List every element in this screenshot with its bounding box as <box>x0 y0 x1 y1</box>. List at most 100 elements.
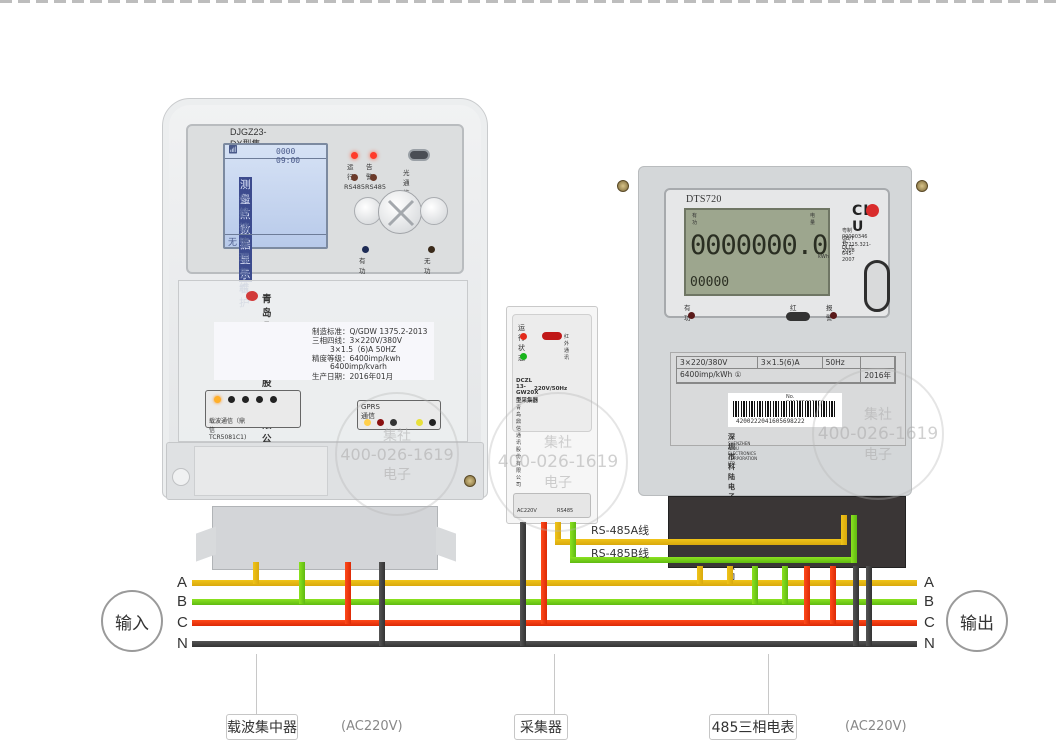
meter-page-button[interactable] <box>864 260 890 312</box>
concentrator-tag: 载波集中器 <box>226 714 298 740</box>
left-key-button[interactable] <box>354 197 382 225</box>
meter-active-label: 有功 <box>684 304 691 322</box>
gprs-data-led <box>429 419 436 426</box>
reactive-power-led <box>428 246 435 253</box>
collector-status-led <box>520 353 527 360</box>
plate-constant: 6400imp/kWh ① <box>677 369 862 383</box>
ir-port-icon <box>542 332 562 340</box>
rs485a-drop <box>555 522 561 544</box>
conc-n-drop <box>379 562 385 646</box>
rs485-1-label: RS485 <box>344 183 366 191</box>
phase-label-c-right: C <box>924 614 935 631</box>
rs485a-label: RS-485A线 <box>591 524 650 537</box>
collector-ac-label: AC220V <box>517 508 537 514</box>
gprs-net-led <box>377 419 384 426</box>
run-label: 运行 <box>347 163 354 181</box>
plate-voltage: 3×220/380V <box>677 357 758 369</box>
meter-c-out <box>830 566 836 624</box>
phase-label-b-right: B <box>924 593 935 610</box>
collector-company: 青岛鼎信通讯股份有限公司 <box>516 405 522 488</box>
output-circle: 输出 <box>946 590 1008 652</box>
carrier-module <box>205 390 301 428</box>
leader-line-meter <box>768 654 769 714</box>
meter-tag: 485三相电表 <box>709 714 797 740</box>
rs485b-label: RS-485B线 <box>591 547 650 560</box>
meter-a-in <box>697 566 703 584</box>
screw-icon <box>617 180 629 192</box>
carrier-tr-led <box>228 396 235 403</box>
screw-icon <box>464 475 476 487</box>
gprs-link-led <box>416 419 423 426</box>
meter-terminal-block <box>668 496 906 568</box>
concentrator-terminal-cover <box>194 446 328 496</box>
barcode-number: 4200222041605698222 <box>736 418 805 425</box>
cross-icon <box>387 199 415 227</box>
collector-rs485-label: RS485 <box>557 508 574 514</box>
gprs-module-title: GPRS 通信 <box>361 403 380 420</box>
meter-a-out <box>727 566 733 584</box>
nameplate-line: 三相四线：3×220V/380V <box>312 336 402 345</box>
meter-power-label: (AC220V) <box>845 719 907 734</box>
collector-rating: 220V/50Hz <box>534 386 568 392</box>
phase-label-b-left: B <box>177 593 188 610</box>
meter-rating-table: 3×220/380V 3×1.5(6)A 50Hz 6400imp/kWh ① … <box>676 356 896 384</box>
collector-tag: 采集器 <box>514 714 568 740</box>
nameplate-line: 精度等级：6400imp/kwh <box>312 354 401 363</box>
meter-unit: kWh <box>818 254 830 260</box>
meter-n-in <box>853 566 859 646</box>
collector-model: DCZL 13-GW20X 型采集器 <box>516 378 539 404</box>
concentrator-nameplate <box>214 322 434 380</box>
meter-c-in <box>804 566 810 624</box>
navigation-cross-button[interactable] <box>378 190 422 234</box>
optical-port-icon <box>408 149 430 161</box>
meter-b-out <box>782 566 788 604</box>
active-power-label: 有功 <box>359 257 366 275</box>
topscomm-logo-icon <box>246 291 258 301</box>
mounting-hole <box>172 468 190 486</box>
gprs-pwr-led <box>364 419 371 426</box>
plate-frequency: 50Hz <box>822 357 862 369</box>
meter-alarm-label: 报警 <box>826 304 833 322</box>
meter-manufacturer-en: SHENZHEN CLOU ELECTRONICS CORPORATION LT… <box>728 441 758 466</box>
bus-n-wire <box>192 641 917 647</box>
rs485-1-led <box>351 174 358 181</box>
screw-icon <box>916 180 928 192</box>
carrier-power-led <box>214 396 221 403</box>
alarm-label: 告警 <box>366 163 373 181</box>
phase-label-n-left: N <box>177 635 188 652</box>
bus-a-wire <box>192 580 917 586</box>
meter-lcd-energy-tag: 电量 <box>810 213 816 226</box>
meter-nameplate <box>670 352 906 446</box>
bus-b-wire <box>192 599 917 605</box>
lcd-menu-item-measure[interactable]: 测量点数据显示 <box>239 177 252 282</box>
rs485a-rise <box>841 515 847 545</box>
meter-small-reading: 00000 <box>690 275 730 290</box>
meter-cert: 粤制00000346号 <box>842 228 868 247</box>
run-led <box>351 152 358 159</box>
terminal-wing-right <box>436 526 456 562</box>
input-circle: 输入 <box>101 590 163 652</box>
phase-label-a-left: A <box>177 574 188 591</box>
nameplate-line: 6400imp/kvarh <box>330 362 387 371</box>
rs485-2-led <box>370 174 377 181</box>
meter-active-led <box>688 312 695 319</box>
carrier-c-led <box>270 396 277 403</box>
collector-terminal <box>513 493 591 518</box>
leader-line-concentrator <box>256 654 257 714</box>
active-power-led <box>362 246 369 253</box>
gprs-module <box>357 400 441 430</box>
top-dashed-border <box>0 0 1060 3</box>
lcd-time: 0000 09:00 <box>276 147 301 165</box>
collector-run-led <box>520 333 527 340</box>
meter-b-in <box>752 566 758 604</box>
plate-blank <box>861 357 895 369</box>
right-key-button[interactable] <box>420 197 448 225</box>
lcd-footer: 无 卡 <box>225 234 326 248</box>
meter-n-out <box>866 566 872 646</box>
coll-n-drop <box>520 522 526 646</box>
carrier-module-label: 载波通信（鼎信 TCR5081C1) <box>209 418 247 441</box>
meter-cert: DL/T 645-2007 <box>842 245 855 263</box>
conc-c-drop <box>345 562 351 624</box>
signal-icon: 📶︎ <box>228 145 239 154</box>
meter-cert: GB/T 17215.321-2008 <box>842 236 871 254</box>
